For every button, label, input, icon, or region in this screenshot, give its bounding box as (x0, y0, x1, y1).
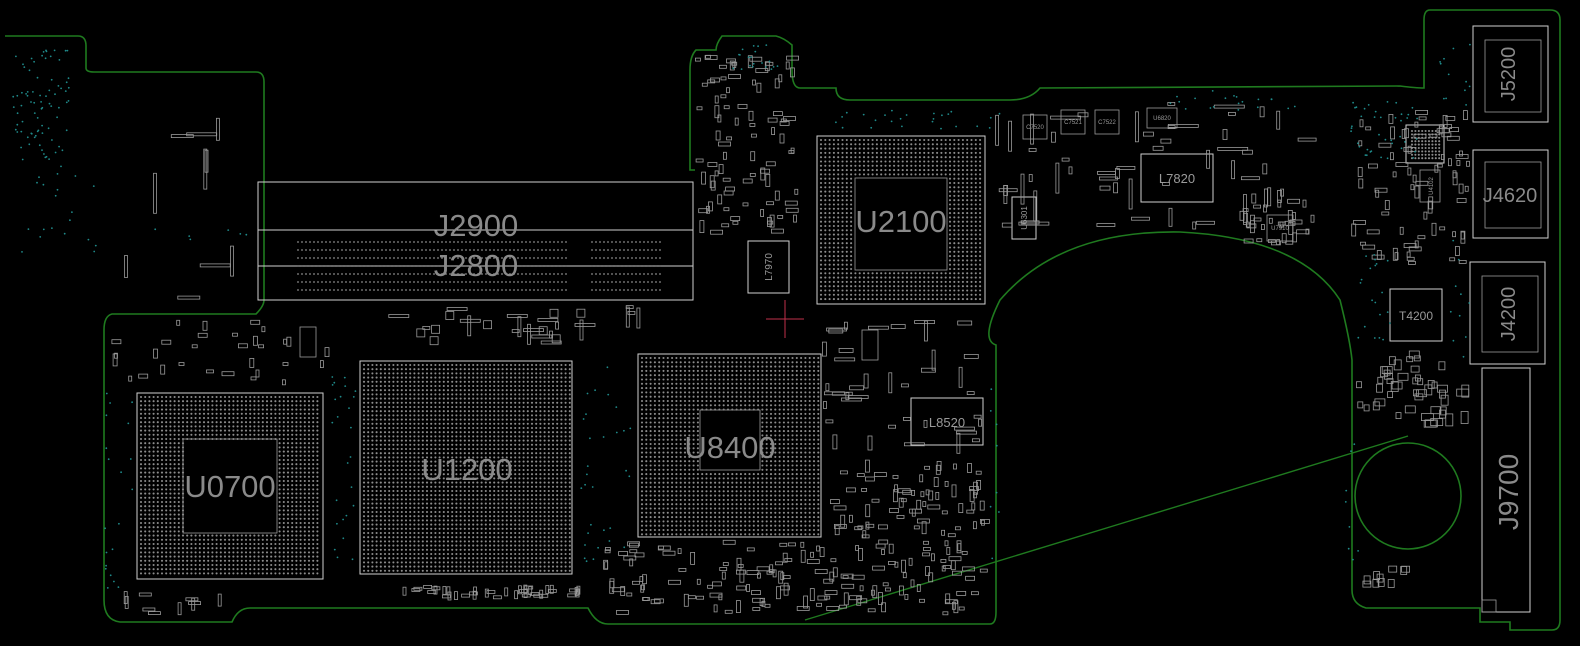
board-outline (5, 9, 1561, 631)
chip-u6820[interactable] (1146, 107, 1178, 129)
connector-j4620-inner (1484, 161, 1542, 229)
label-u8400: U8400 (684, 430, 775, 465)
label-c7521: C7521 (1064, 120, 1082, 126)
connector-j4200-inner (1481, 275, 1539, 353)
diagonal-trace (804, 435, 1409, 621)
cap-c7520[interactable] (1022, 114, 1048, 140)
connector-j9700-pad (1481, 599, 1497, 613)
passive-components (111, 54, 1470, 616)
connector-j4620[interactable] (1472, 149, 1549, 239)
inductor-l7820[interactable] (1140, 153, 1214, 203)
connector-j4200[interactable] (1469, 261, 1546, 365)
transformer-t4200[interactable] (1389, 288, 1443, 342)
chip-ic-top-right[interactable] (1405, 124, 1445, 164)
inductor-l7970[interactable] (747, 240, 790, 294)
chip-u8400[interactable] (637, 353, 822, 538)
label-u7910: U7910 (1271, 226, 1289, 232)
label-j4200: J4200 (1498, 287, 1520, 342)
crosshair-cursor (766, 300, 804, 338)
label-u1200: U1200 (421, 452, 512, 487)
via-dots (12, 43, 1471, 589)
bga-ball-grid (139, 129, 1441, 575)
connector-j2900[interactable] (257, 181, 694, 267)
inductor-l8520[interactable] (910, 397, 984, 446)
label-u6820: U6820 (1153, 116, 1171, 122)
cap-c7522[interactable] (1094, 109, 1120, 135)
label-u6301: U6301 (1020, 206, 1029, 230)
label-j9700: J9700 (1493, 454, 1524, 530)
connector-j5200[interactable] (1472, 25, 1549, 123)
label-l7970: L7970 (764, 253, 775, 281)
connector-j2800[interactable] (257, 229, 694, 301)
connector-j5200-inner (1484, 39, 1542, 113)
chip-u0700[interactable] (136, 392, 324, 580)
chip-u2100-core (854, 177, 948, 271)
chip-u0700-sub[interactable] (299, 326, 317, 358)
label-u0700: U0700 (184, 469, 275, 504)
chip-u2100[interactable] (816, 135, 986, 305)
label-u4102: U4102 (1429, 177, 1435, 195)
label-j4620: J4620 (1483, 185, 1538, 207)
label-j2900: J2900 (434, 208, 518, 243)
label-l8520: L8520 (929, 415, 965, 430)
label-c7522: C7522 (1098, 120, 1116, 126)
chip-u8400-core (699, 409, 761, 471)
label-c7520: C7520 (1026, 125, 1044, 131)
label-j5200: J5200 (1498, 47, 1520, 102)
chip-u1200[interactable] (359, 360, 573, 575)
label-t4200: T4200 (1399, 309, 1433, 323)
battery-connector-circle (1354, 442, 1462, 550)
label-l7820: L7820 (1159, 171, 1195, 186)
chip-u8400-sub[interactable] (861, 329, 879, 361)
chip-u4102[interactable] (1419, 169, 1441, 203)
label-j2800: J2800 (434, 248, 518, 283)
connector-j9700[interactable] (1481, 367, 1531, 613)
connector-pin-array (297, 241, 661, 291)
cap-c7521[interactable] (1060, 109, 1086, 135)
label-u2100: U2100 (855, 204, 946, 239)
